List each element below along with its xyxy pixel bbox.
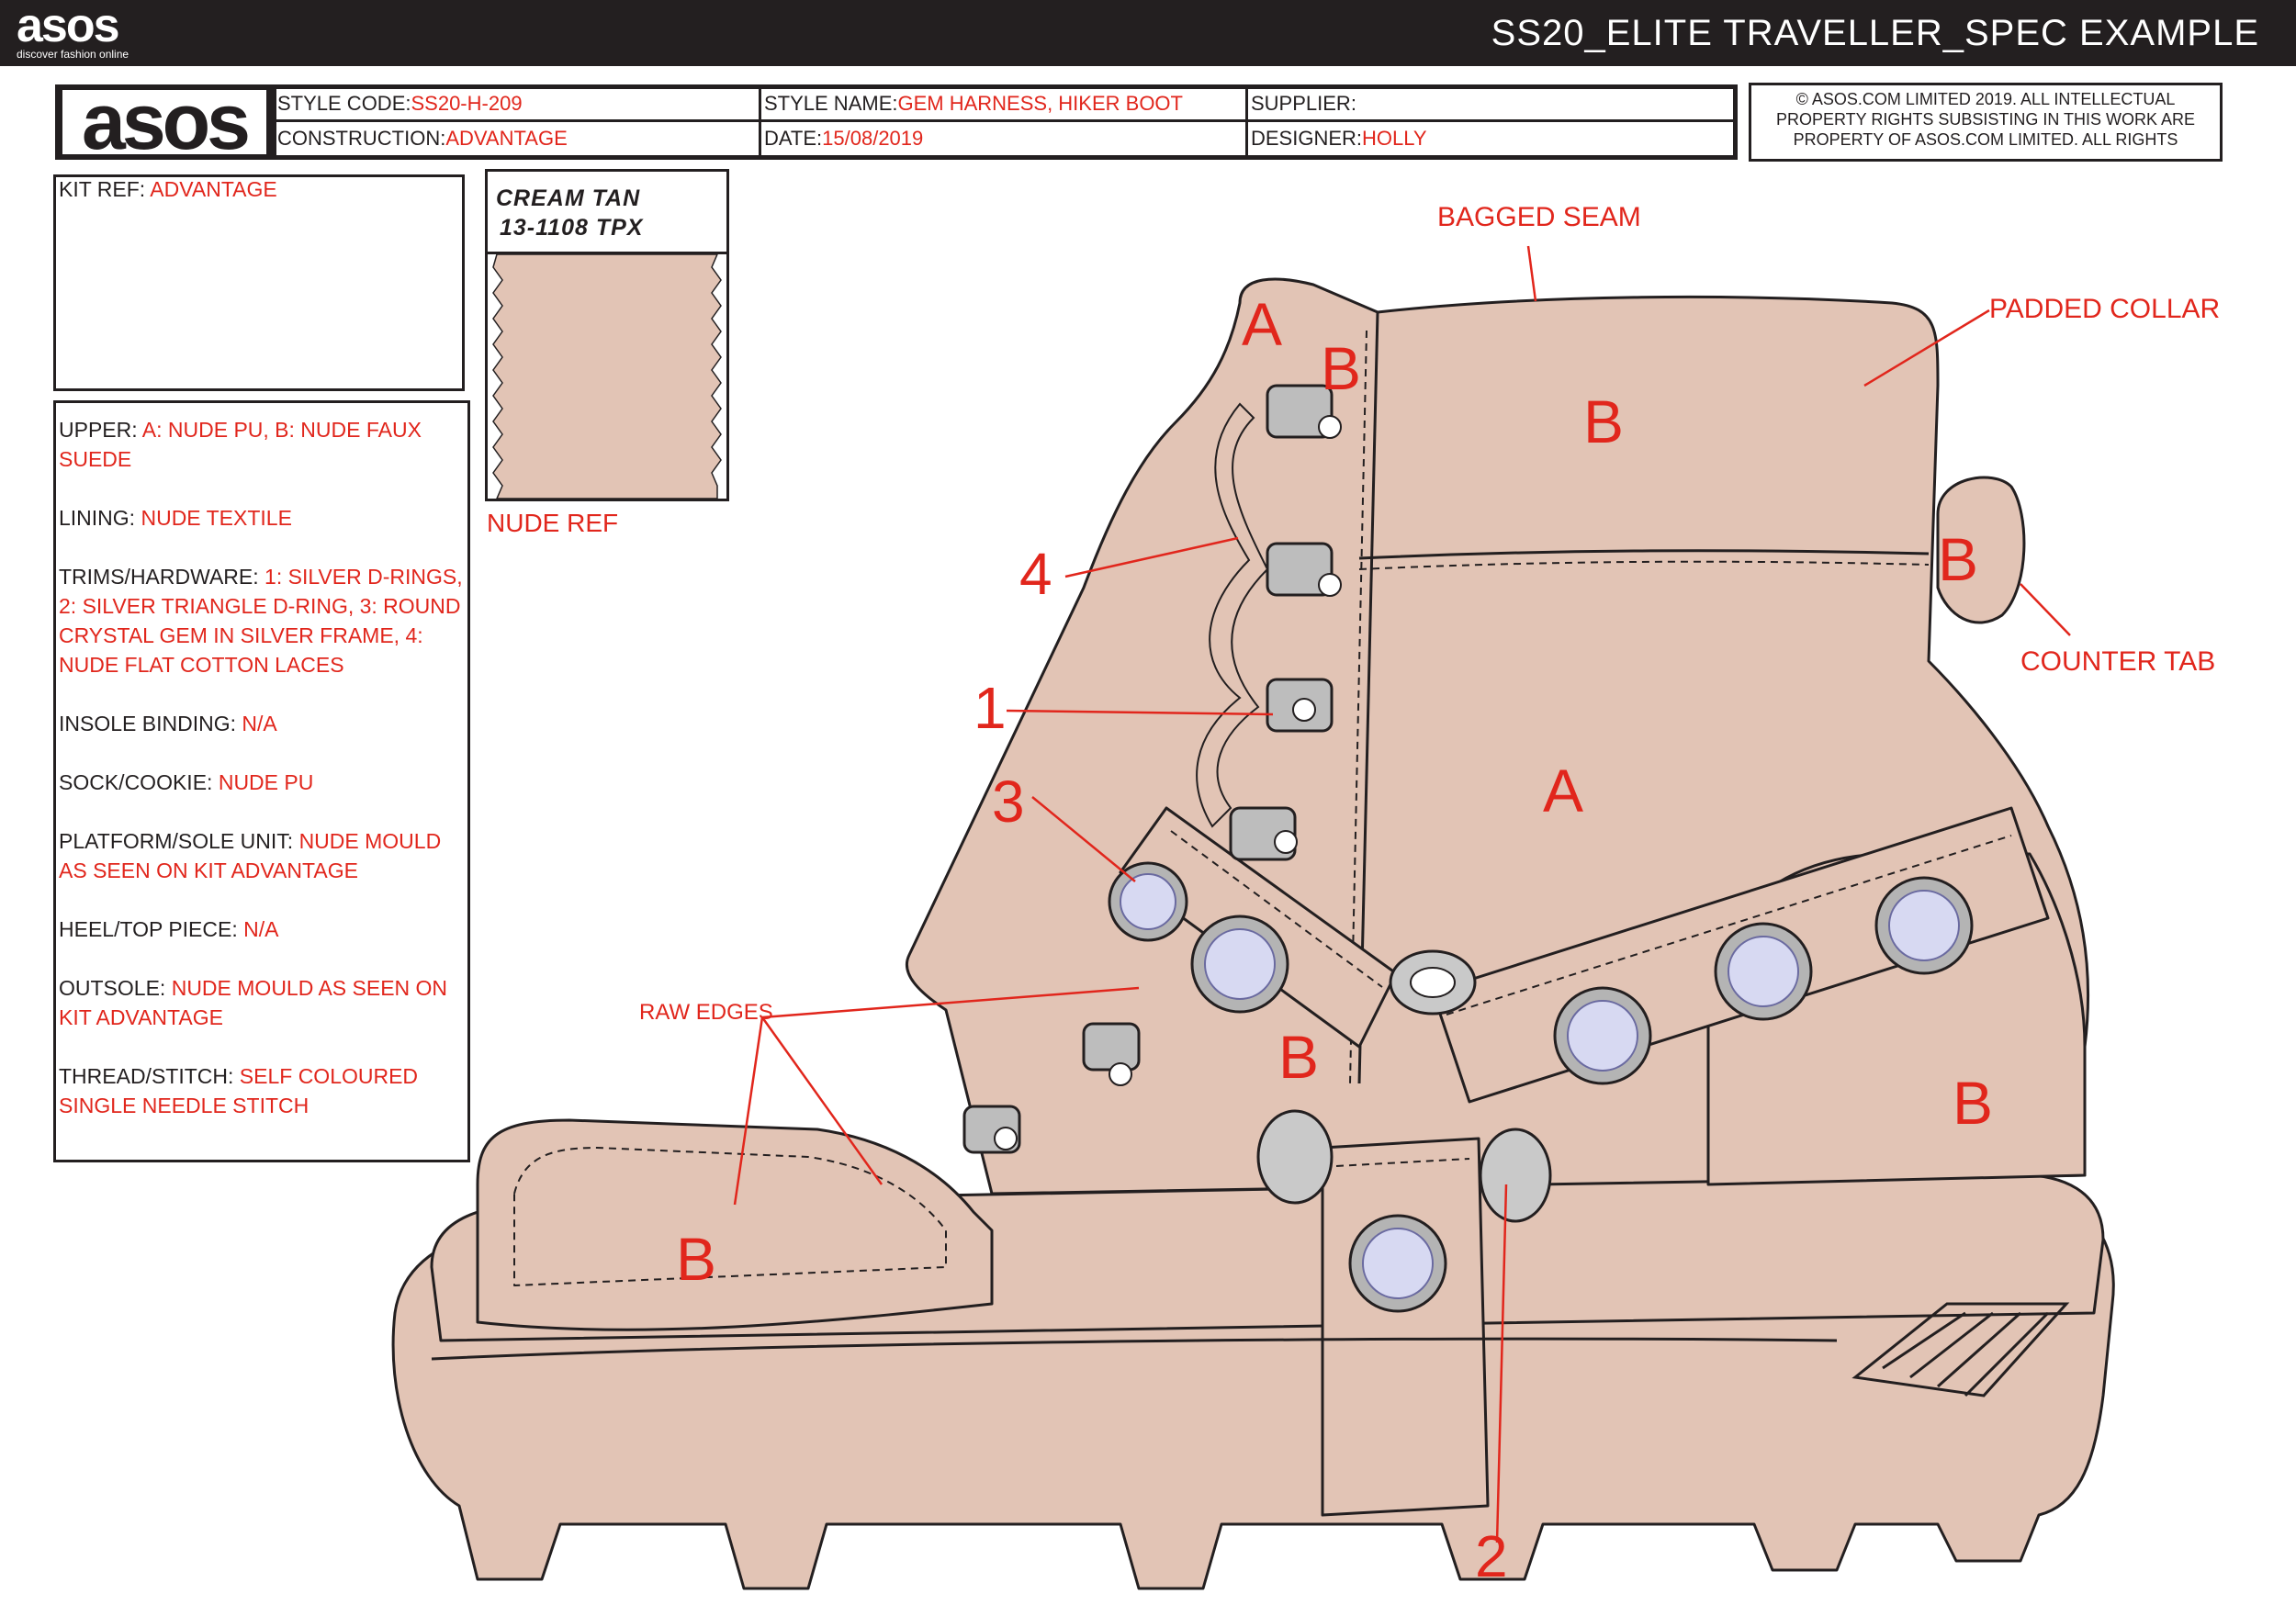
material-item-platform: PLATFORM/SOLE UNIT: NUDE MOULD AS SEEN O… [59, 829, 442, 882]
copyright-text: ASOS.COM LIMITED 2019. ALL INTELLECTUAL … [1775, 90, 2196, 149]
material-item-outsole: OUTSOLE: NUDE MOULD AS SEEN ON KIT ADVAN… [59, 976, 448, 1029]
materials-list: UPPER: A: NUDE PU, B: NUDE FAUX SUEDE LI… [59, 415, 463, 1120]
swatch-code: 13-1108 TPX [500, 215, 644, 241]
callout-counter-tab: COUNTER TAB [2020, 646, 2216, 677]
style-name-value: GEM HARNESS, HIKER BOOT [897, 92, 1183, 115]
material-item-insole: INSOLE BINDING: N/A [59, 712, 277, 735]
callout-number-4: 4 [1019, 541, 1052, 607]
material-marker-b-tongue: B [1321, 334, 1362, 402]
asos-logo: asos [17, 0, 120, 52]
material-item-lining: LINING: NUDE TEXTILE [59, 506, 292, 530]
asos-logo-large: asos [81, 78, 251, 166]
copyright-notice: © ASOS.COM LIMITED 2019. ALL INTELLECTUA… [1749, 83, 2223, 162]
kit-ref-box [53, 174, 465, 391]
swatch-name: CREAM TAN [496, 185, 641, 211]
kit-ref-value: ADVANTAGE [150, 177, 277, 201]
swatch-caption: NUDE REF [487, 509, 619, 537]
material-marker-b-strap: B [1278, 1023, 1320, 1091]
construction-field: CONSTRUCTION:ADVANTAGE [277, 125, 568, 152]
supplier-field: SUPPLIER: [1251, 90, 1356, 118]
materials-panel [53, 400, 470, 1162]
designer-value: HOLLY [1362, 127, 1427, 150]
style-name-label: STYLE NAME: [764, 92, 898, 115]
material-marker-a-quarter: A [1543, 757, 1584, 825]
material-marker-b-toe: B [676, 1225, 717, 1293]
date-field: DATE:15/08/2019 [764, 125, 923, 152]
material-marker-b-heel: B [1953, 1069, 1994, 1137]
material-marker-a-collar: A [1242, 290, 1283, 358]
top-bar [0, 0, 2296, 66]
date-value: 15/08/2019 [822, 127, 924, 150]
style-code-field: STYLE CODE:SS20-H-209 [277, 90, 523, 118]
material-item-upper: UPPER: A: NUDE PU, B: NUDE FAUX SUEDE [59, 418, 422, 471]
callout-number-3: 3 [992, 769, 1025, 835]
callout-padded-collar: PADDED COLLAR [1989, 294, 2221, 324]
supplier-label: SUPPLIER: [1251, 92, 1356, 115]
construction-label: CONSTRUCTION: [277, 127, 446, 150]
document-title: SS20_ELITE TRAVELLER_SPEC EXAMPLE [1491, 13, 2259, 53]
designer-label: DESIGNER: [1251, 127, 1363, 150]
style-code-label: STYLE CODE: [277, 92, 411, 115]
kit-ref-field: KIT REF: ADVANTAGE [59, 174, 277, 204]
designer-field: DESIGNER:HOLLY [1251, 125, 1427, 152]
material-item-trims: TRIMS/HARDWARE: 1: SILVER D-RINGS, 2: SI… [59, 565, 463, 677]
swatch-color-chip [492, 254, 722, 499]
material-marker-b-counter-tab: B [1938, 525, 1979, 593]
callout-number-2: 2 [1475, 1523, 1508, 1589]
material-item-heel: HEEL/TOP PIECE: N/A [59, 917, 279, 941]
callout-raw-edges: RAW EDGES [639, 1000, 773, 1025]
style-code-value: SS20-H-209 [411, 92, 523, 115]
date-label: DATE: [764, 127, 823, 150]
construction-value: ADVANTAGE [445, 127, 568, 150]
tagline: discover fashion online [17, 48, 129, 61]
color-swatch-card [485, 169, 729, 501]
callout-bagged-seam: BAGGED SEAM [1437, 202, 1641, 232]
material-item-sock: SOCK/COOKIE: NUDE PU [59, 770, 314, 794]
callout-number-1: 1 [974, 675, 1007, 741]
material-item-thread: THREAD/STITCH: SELF COLOURED SINGLE NEED… [59, 1064, 419, 1117]
material-marker-b-collar: B [1583, 387, 1625, 455]
kit-ref-label: KIT REF: [59, 177, 146, 201]
style-name-field: STYLE NAME:GEM HARNESS, HIKER BOOT [764, 90, 1183, 118]
